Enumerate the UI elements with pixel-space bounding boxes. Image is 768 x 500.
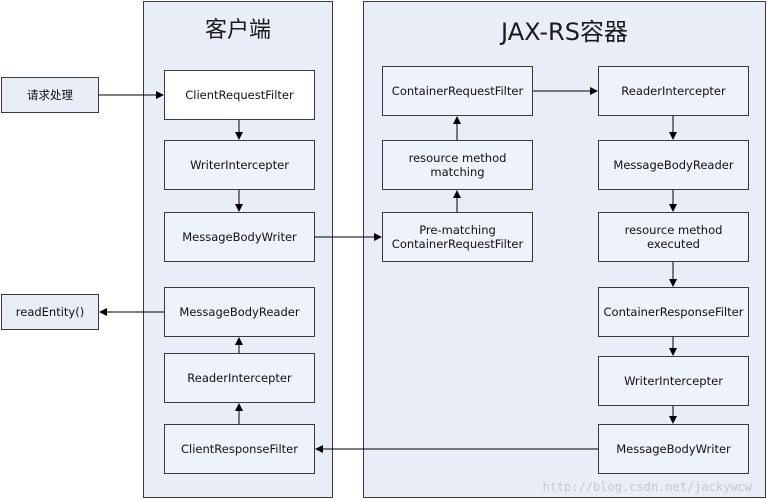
container-request-filter-box: ContainerRequestFilter: [382, 66, 533, 116]
container-body-reader-label: MessageBodyReader: [613, 158, 734, 172]
client-body-writer-label: MessageBodyWriter: [182, 230, 297, 244]
read-entity-box: readEntity(): [1, 294, 99, 330]
container-response-filter-box: ContainerResponseFilter: [598, 287, 749, 337]
resource-method-matching-label: resource method matching: [408, 151, 507, 179]
client-response-filter-box: ClientResponseFilter: [164, 424, 315, 474]
client-writer-interceptor-box: WriterIntercepter: [164, 140, 315, 190]
container-reader-interceptor-label: ReaderIntercepter: [621, 84, 726, 98]
client-body-reader-label: MessageBodyReader: [179, 305, 300, 319]
request-processing-box: 请求处理: [1, 77, 99, 113]
client-reader-interceptor-label: ReaderIntercepter: [187, 371, 292, 385]
client-writer-interceptor-label: WriterIntercepter: [190, 158, 289, 172]
resource-method-matching-box: resource method matching: [382, 140, 533, 190]
container-body-writer-label: MessageBodyWriter: [616, 442, 731, 456]
container-body-reader-box: MessageBodyReader: [598, 140, 749, 190]
container-reader-interceptor-box: ReaderIntercepter: [598, 66, 749, 116]
read-entity-label: readEntity(): [15, 305, 85, 319]
client-response-filter-label: ClientResponseFilter: [180, 442, 298, 456]
request-processing-label: 请求处理: [27, 88, 73, 102]
client-request-filter-label: ClientRequestFilter: [185, 88, 294, 102]
container-request-filter-label: ContainerRequestFilter: [391, 84, 524, 98]
resource-method-executed-label: resource method executed: [624, 223, 723, 251]
container-writer-interceptor-box: WriterIntercepter: [598, 356, 749, 406]
container-writer-interceptor-label: WriterIntercepter: [624, 374, 723, 388]
client-panel-title: 客户端: [204, 18, 271, 43]
client-reader-interceptor-box: ReaderIntercepter: [164, 353, 315, 403]
watermark: http://blog.csdn.net/jackywcw: [542, 480, 752, 494]
container-body-writer-box: MessageBodyWriter: [598, 424, 749, 474]
container-panel-title: JAX-RS容器: [501, 18, 628, 46]
client-body-writer-box: MessageBodyWriter: [164, 212, 315, 262]
prematching-filter-box: Pre-matching ContainerRequestFilter: [382, 212, 533, 262]
resource-method-executed-box: resource method executed: [598, 212, 749, 262]
client-request-filter-box: ClientRequestFilter: [164, 70, 315, 120]
prematching-filter-label: Pre-matching ContainerRequestFilter: [391, 223, 524, 251]
container-response-filter-label: ContainerResponseFilter: [603, 305, 744, 319]
client-body-reader-box: MessageBodyReader: [164, 287, 315, 337]
